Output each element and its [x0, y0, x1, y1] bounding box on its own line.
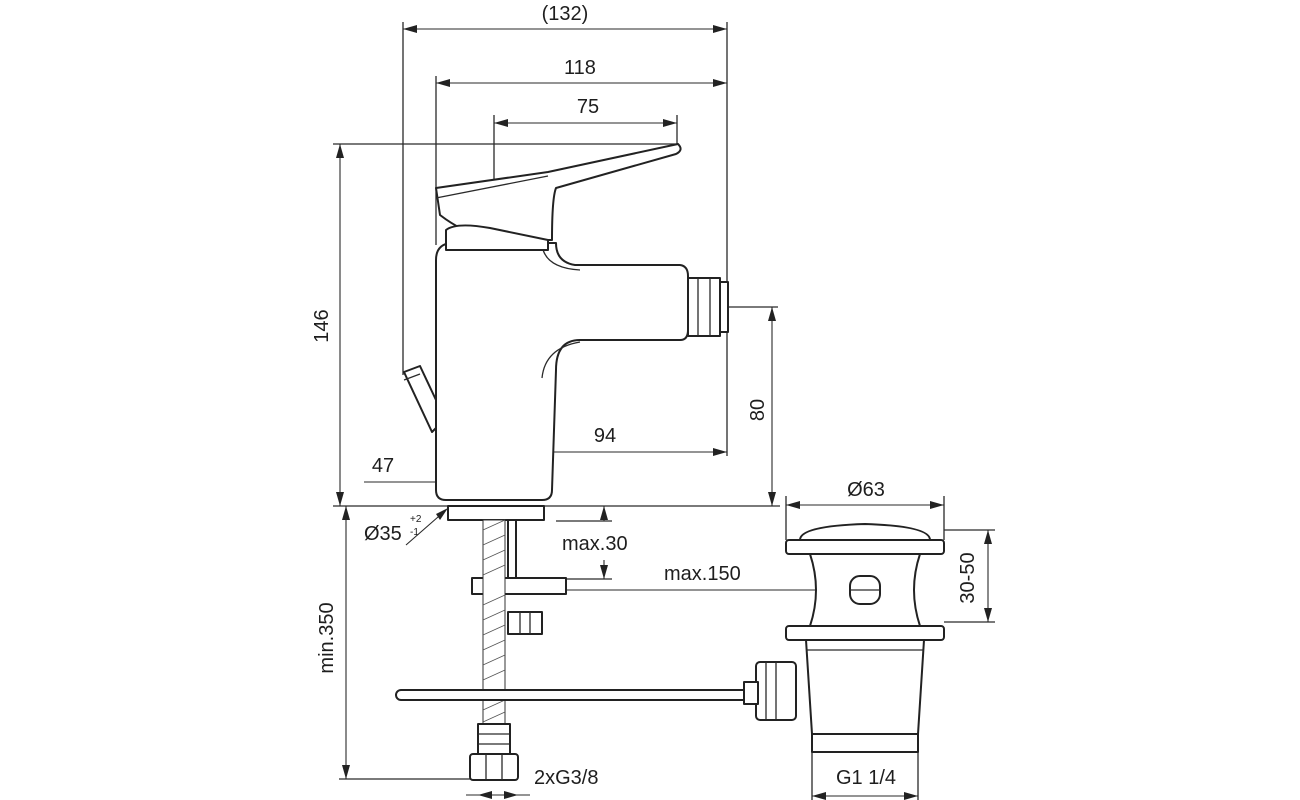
- dimension-labels: (132) 118 75 146 80 94 47 Ø35 +2 -1 max.…: [311, 3, 979, 789]
- dim-supply-length: min.350: [316, 602, 338, 673]
- dim-waste-height: 30-50: [957, 552, 979, 603]
- dim-waste-diameter: Ø63: [847, 479, 885, 501]
- dim-hole-diameter: Ø35: [364, 523, 402, 545]
- under-deck-fittings: [395, 519, 757, 781]
- hose-braid: [482, 519, 506, 723]
- dim-hole-tolerance-minus: -1: [410, 527, 419, 538]
- dim-supply-connection: 2xG3/8: [534, 767, 598, 789]
- dim-deck-thickness: max.30: [562, 533, 628, 555]
- dim-waste-thread: G1 1/4: [836, 767, 896, 789]
- dim-lever-75: 75: [577, 96, 599, 118]
- mixer-body: [403, 143, 729, 521]
- dim-base-47: 47: [372, 455, 394, 477]
- dim-hole-tolerance-plus: +2: [410, 514, 422, 525]
- dim-height-146: 146: [311, 309, 333, 342]
- dim-waste-rod: max.150: [664, 563, 741, 585]
- dim-width-118: 118: [564, 57, 596, 79]
- dim-outlet-height-80: 80: [747, 399, 769, 421]
- dim-overall-width: (132): [542, 3, 589, 25]
- dim-spout-94: 94: [594, 425, 616, 447]
- waste-valve: [743, 523, 945, 753]
